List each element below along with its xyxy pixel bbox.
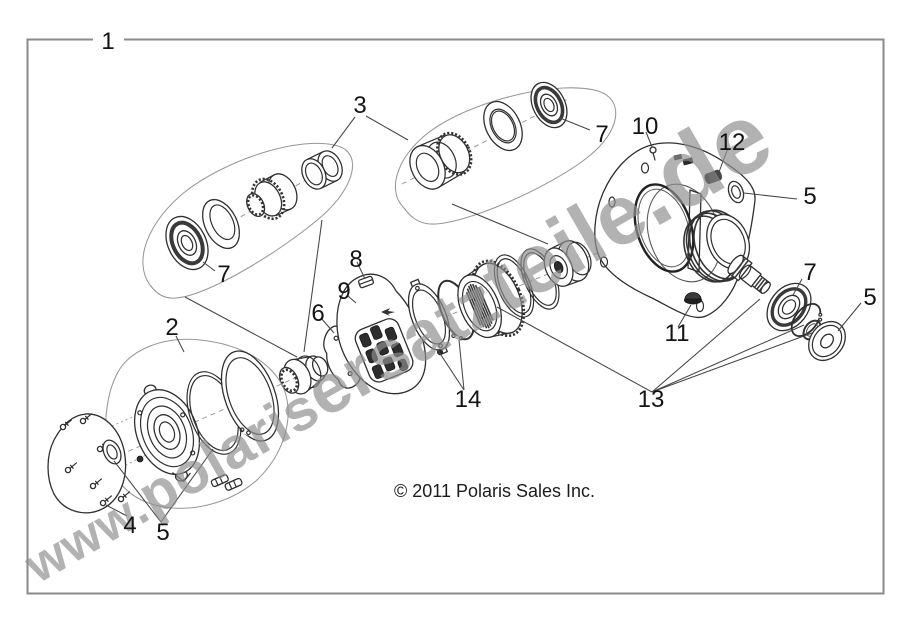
callout-6: 6: [311, 300, 324, 327]
mount-hole: [608, 196, 616, 208]
mount-hole: [599, 256, 609, 268]
callout-7-output: 7: [803, 259, 816, 286]
label-backdrop: [93, 28, 124, 52]
output-shaft-group: [727, 254, 846, 362]
bearing-icon: [165, 215, 209, 271]
copyright-text: © 2011 Polaris Sales Inc.: [394, 481, 595, 501]
cover-seal-icon: [102, 439, 122, 465]
cover-screw-icon: [79, 413, 93, 425]
seal-ring-icon: [483, 100, 523, 152]
drawing-border: [26, 38, 885, 595]
callout-14: 14: [455, 386, 482, 413]
bearing-icon: [766, 282, 812, 332]
connector-line: [303, 219, 323, 353]
clutch-drum-icon: [457, 259, 526, 339]
cover-screw-icon: [59, 419, 73, 431]
connector-line: [184, 296, 298, 358]
vent-fitting-icon: [682, 157, 694, 166]
dowel-pins-icon: [210, 474, 243, 491]
bearing-carrier-icon: [134, 384, 200, 482]
callout-4: 4: [123, 512, 136, 539]
callout-1: 1: [101, 28, 114, 55]
bushing-icon: [301, 150, 343, 190]
snap-ring-icon: [790, 303, 824, 337]
callout-7-left: 7: [217, 261, 230, 288]
callout-2: 2: [165, 314, 178, 341]
input-shaft-bubble: [394, 81, 617, 225]
callout-11: 11: [665, 320, 690, 347]
washer-icon: [202, 198, 240, 250]
retaining-ring-icon: [220, 350, 280, 442]
pinion-gear-icon: [246, 173, 298, 221]
vent-screw-icon: [649, 146, 657, 161]
callout-7-top: 7: [595, 121, 608, 148]
bearing-hub-icon: [543, 240, 592, 287]
cover-screw-icon: [89, 478, 103, 490]
callout-labels: 1 2 3 4 5 5 5 6 7 7 7 8 9 10 11 12 13 14: [93, 28, 877, 546]
cover-plate-icon: [47, 413, 131, 514]
callout-3: 3: [353, 92, 366, 119]
callout-9: 9: [337, 278, 350, 305]
callout-13: 13: [638, 386, 665, 413]
washer-icon: [808, 320, 846, 362]
direction-arrow-icon: [381, 308, 395, 316]
clutch-cluster: [278, 240, 613, 395]
callout-12: 12: [719, 129, 746, 156]
fill-plug-icon: [684, 292, 702, 305]
cover-screw-icon: [64, 462, 78, 474]
callout-8: 8: [349, 246, 362, 273]
cover-screw-icon: [117, 491, 131, 503]
callout-5-housing: 5: [803, 183, 816, 210]
callout-10: 10: [632, 113, 659, 140]
leader-lines: [105, 115, 862, 523]
bearing-icon: [530, 81, 568, 129]
cover-screw-icon: [99, 495, 113, 507]
coupler-hub-icon: [278, 355, 329, 395]
cover-assembly-bubble: [47, 338, 296, 514]
vent-fitting-icon: [673, 153, 683, 161]
mount-hole: [640, 162, 650, 174]
output-shaft-icon: [727, 254, 771, 294]
input-gear-bubble: [142, 142, 353, 299]
small-bolt-icon: [136, 455, 144, 463]
splined-coupler-icon: [409, 131, 473, 190]
housing-seal-icon: [727, 180, 745, 204]
roll-pin-icon: [357, 275, 375, 289]
sprag-cage-icon: [354, 318, 414, 383]
callout-5-cover: 5: [156, 519, 169, 546]
connector-line: [451, 203, 549, 245]
callout-5-washer: 5: [863, 284, 876, 311]
